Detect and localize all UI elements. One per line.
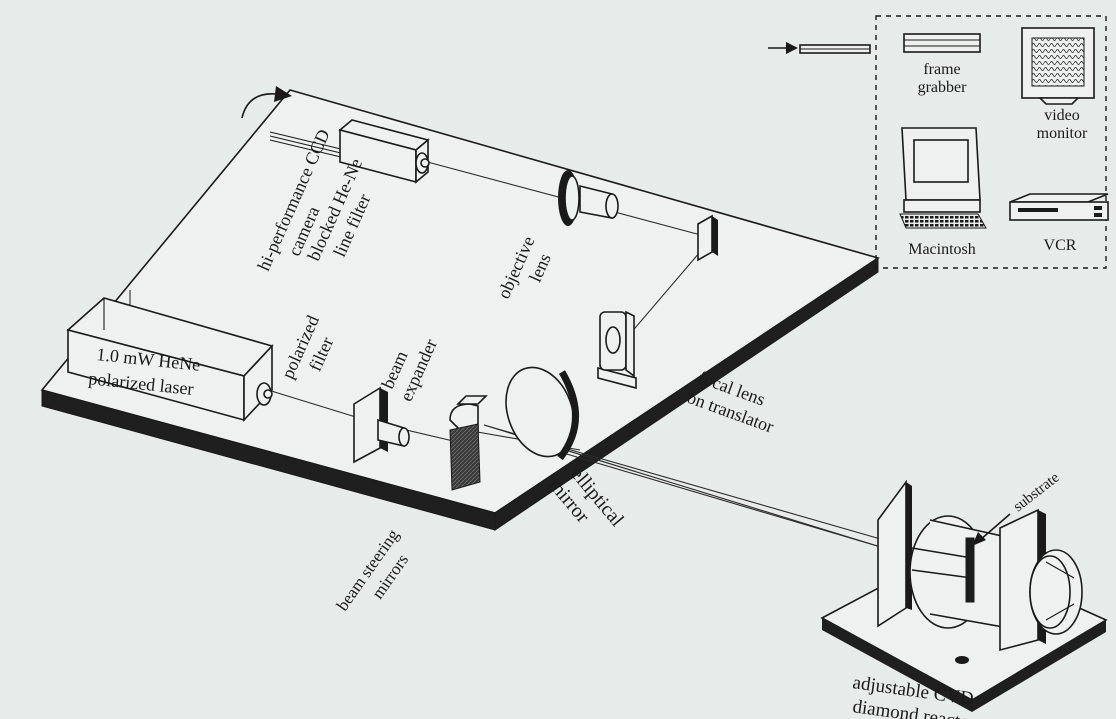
svg-text:video: video (1044, 107, 1080, 124)
vcr (1010, 194, 1108, 220)
label-steering-mirrors: beam steering mirrors (333, 525, 421, 627)
svg-text:monitor: monitor (1037, 125, 1088, 142)
svg-text:frame: frame (923, 61, 960, 78)
macintosh (900, 128, 986, 228)
label-focal-lens: focal lens on translator (685, 367, 777, 437)
focal-lens-translator (598, 312, 636, 388)
svg-text:grabber: grabber (918, 79, 968, 96)
fold-mirror (698, 216, 718, 260)
label-substrate: substrate (1011, 470, 1063, 516)
label-frame-grabber: frame grabber (918, 61, 968, 96)
label-macintosh: Macintosh (908, 241, 976, 258)
video-monitor (1022, 28, 1094, 104)
frame-grabber (904, 34, 980, 52)
label-video-monitor: video monitor (1037, 107, 1088, 142)
label-vcr: VCR (1044, 237, 1077, 254)
input-arrow-icon (768, 42, 870, 54)
